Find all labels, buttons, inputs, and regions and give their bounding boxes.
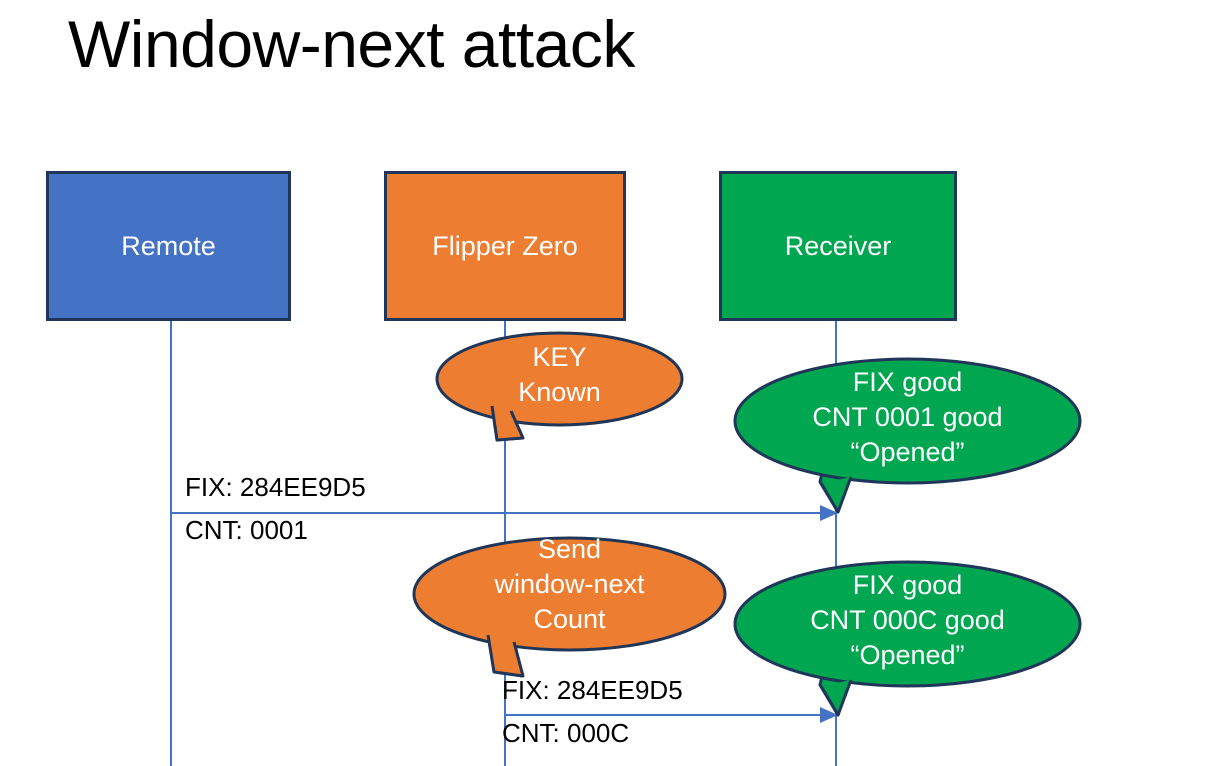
callout-key-known [435, 331, 684, 442]
page-title: Window-next attack [68, 7, 635, 81]
actor-box-flipper[interactable]: Flipper Zero [384, 171, 626, 321]
message-arrow-1 [172, 505, 838, 521]
actor-label-receiver: Receiver [784, 231, 892, 261]
message-arrow-2 [506, 707, 838, 723]
message-2-cnt-label: CNT: 000C [502, 718, 630, 748]
callout-verify-1 [733, 357, 1082, 514]
callout-send-window [412, 536, 727, 678]
actor-label-remote: Remote [121, 231, 216, 261]
message-2-fix-label: FIX: 284EE9D5 [502, 675, 683, 705]
callout-verify-2 [733, 560, 1082, 717]
actor-box-remote[interactable]: Remote [46, 171, 291, 321]
message-1-cnt-label: CNT: 0001 [185, 515, 308, 545]
message-1-fix-label: FIX: 284EE9D5 [185, 472, 366, 502]
actor-box-receiver[interactable]: Receiver [719, 171, 957, 321]
actor-label-flipper: Flipper Zero [432, 231, 578, 261]
